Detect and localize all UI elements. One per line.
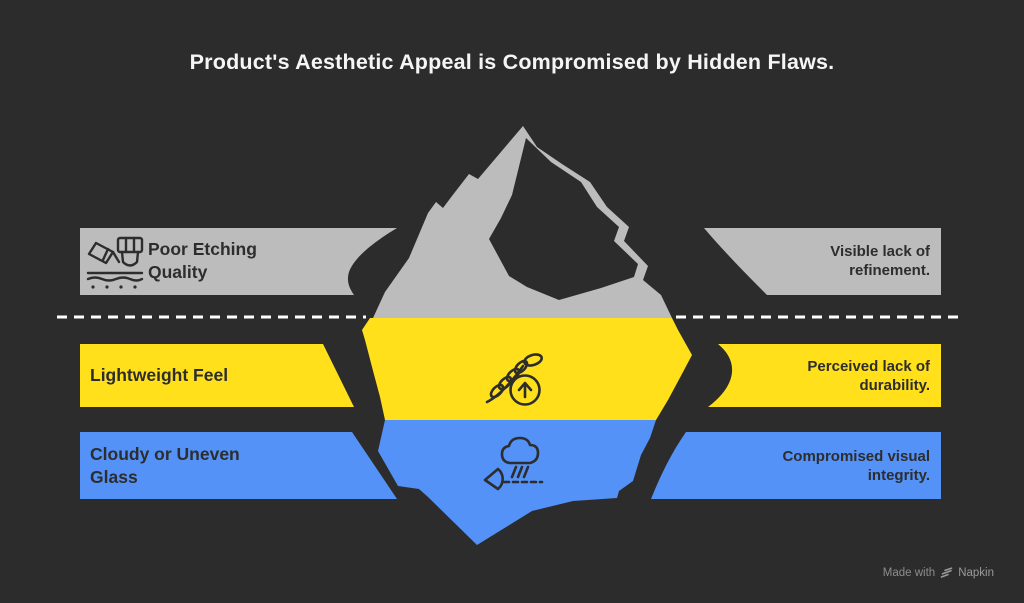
napkin-logo-icon — [940, 567, 953, 578]
watermark-prefix: Made with — [882, 567, 936, 579]
iceberg-peak-shadow-facet — [489, 138, 638, 300]
band-surface-left — [80, 228, 397, 295]
iceberg-middle-section — [362, 318, 692, 420]
surface-right-label: Visible lack of refinement. — [830, 243, 930, 279]
band-surface-right — [704, 228, 941, 295]
fog-rain-visibility-icon — [483, 436, 544, 491]
middle-left-label: Lightweight Feel — [90, 365, 229, 385]
band-middle-left — [80, 344, 354, 407]
band-middle-right — [708, 344, 941, 407]
etching-tool-icon — [86, 236, 144, 289]
deep-right-label: Compromised visual integrity. — [782, 448, 930, 484]
watermark-brand: Napkin — [958, 567, 994, 579]
band-deep-left — [80, 432, 397, 499]
middle-right-label: Perceived lack of durability. — [807, 358, 930, 394]
feather-lightweight-icon — [485, 353, 543, 406]
diagram-title: Product's Aesthetic Appeal is Compromise… — [189, 50, 835, 74]
surface-left-label: Poor Etching Quality — [148, 239, 257, 282]
watermark: Made with Napkin — [883, 567, 994, 579]
band-deep-right — [651, 432, 941, 499]
deep-left-label: Cloudy or Uneven Glass — [90, 444, 240, 487]
